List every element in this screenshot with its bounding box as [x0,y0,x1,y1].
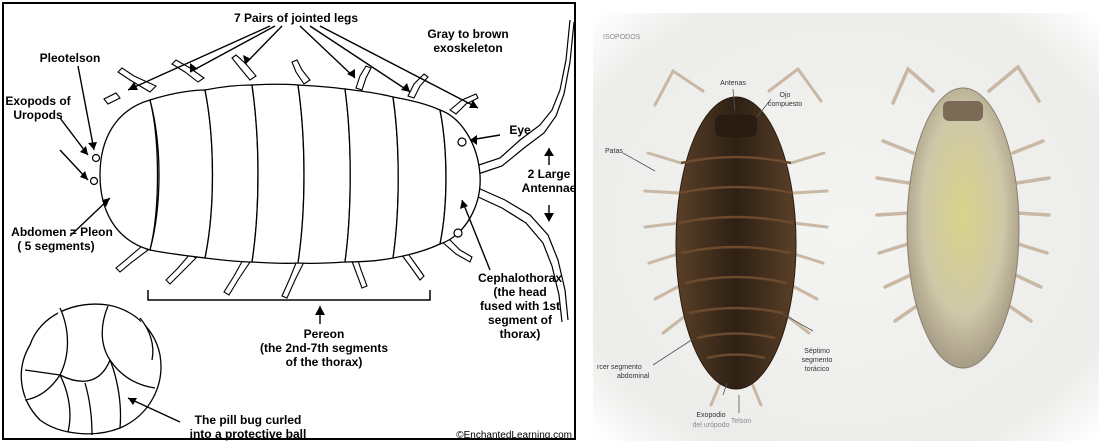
antennae-label-line1: 2 Large [528,167,571,181]
uropod-exopod-upper-icon [93,155,100,162]
cephalothorax-label-line3: fused with 1st [480,299,560,313]
exopods-label-line1: Exopods of [5,94,71,108]
septimo-label-line1: Séptimo [804,348,830,355]
exoskeleton-label-line1: Gray to brown [427,27,508,41]
legs-title-label: 7 Pairs of jointed legs [234,11,358,25]
cephalothorax-label-line1: Cephalothorax [478,271,562,285]
cephalothorax-label-line2: (the head [493,285,546,299]
tercer-segmento-label-line1: rcer segmento [597,364,642,371]
uropod-exopod-lower-icon [91,178,98,185]
exopods-label-line2: Uropods [13,108,63,122]
septimo-label-line3: torácico [805,366,830,373]
pereon-label-line1: Pereon [304,327,345,341]
pereon-label-line3: of the thorax) [286,355,363,369]
photo-header-label: ISOPODOS [603,34,641,41]
eye-icon [458,138,466,146]
pleotelson-label: Pleotelson [40,51,101,65]
diagram-canvas: 7 Pairs of jointed legs Gray to brown ex… [0,0,578,441]
ojo-label-line2: compuesto [768,101,802,108]
pill-bug-line-diagram: 7 Pairs of jointed legs Gray to brown ex… [0,0,578,441]
eye-label: Eye [509,123,531,137]
exopodio-label-line2: del urópodo [693,422,730,429]
telson-label: Telson [731,418,751,425]
patas-label: Patas [605,148,623,155]
abdomen-label-line1: Abdomen = Pleon [11,225,113,239]
septimo-label-line2: segmento [802,357,833,364]
exopodio-label-line1: Exopodio [696,412,725,419]
ventral-head [943,101,983,121]
antennae-label-line2: Antennae [522,181,577,195]
curled-label-line1: The pill bug curled [195,413,302,427]
photo-canvas: ISOPODOS Antenas Ojo compuesto Patas rce… [593,13,1099,441]
exoskeleton-label-line2: exoskeleton [433,41,502,55]
spot-icon [454,229,462,237]
cephalothorax-label-line5: thorax) [500,327,541,341]
ojo-label-line1: Ojo [780,92,791,99]
dorsal-head [715,115,757,137]
tercer-segmento-label-line2: abdominal [617,373,650,380]
pereon-label-line2: (the 2nd-7th segments [260,341,388,355]
antenas-label: Antenas [720,80,746,87]
pill-bug-photo-panel: ISOPODOS Antenas Ojo compuesto Patas rce… [593,13,1099,441]
copyright-label: ©EnchantedLearning.com [456,430,572,441]
abdomen-label-line2: ( 5 segments) [17,239,94,253]
curled-label-line2: into a protective ball [190,427,307,441]
cephalothorax-label-line4: segment of [488,313,553,327]
body-outline [100,84,480,263]
